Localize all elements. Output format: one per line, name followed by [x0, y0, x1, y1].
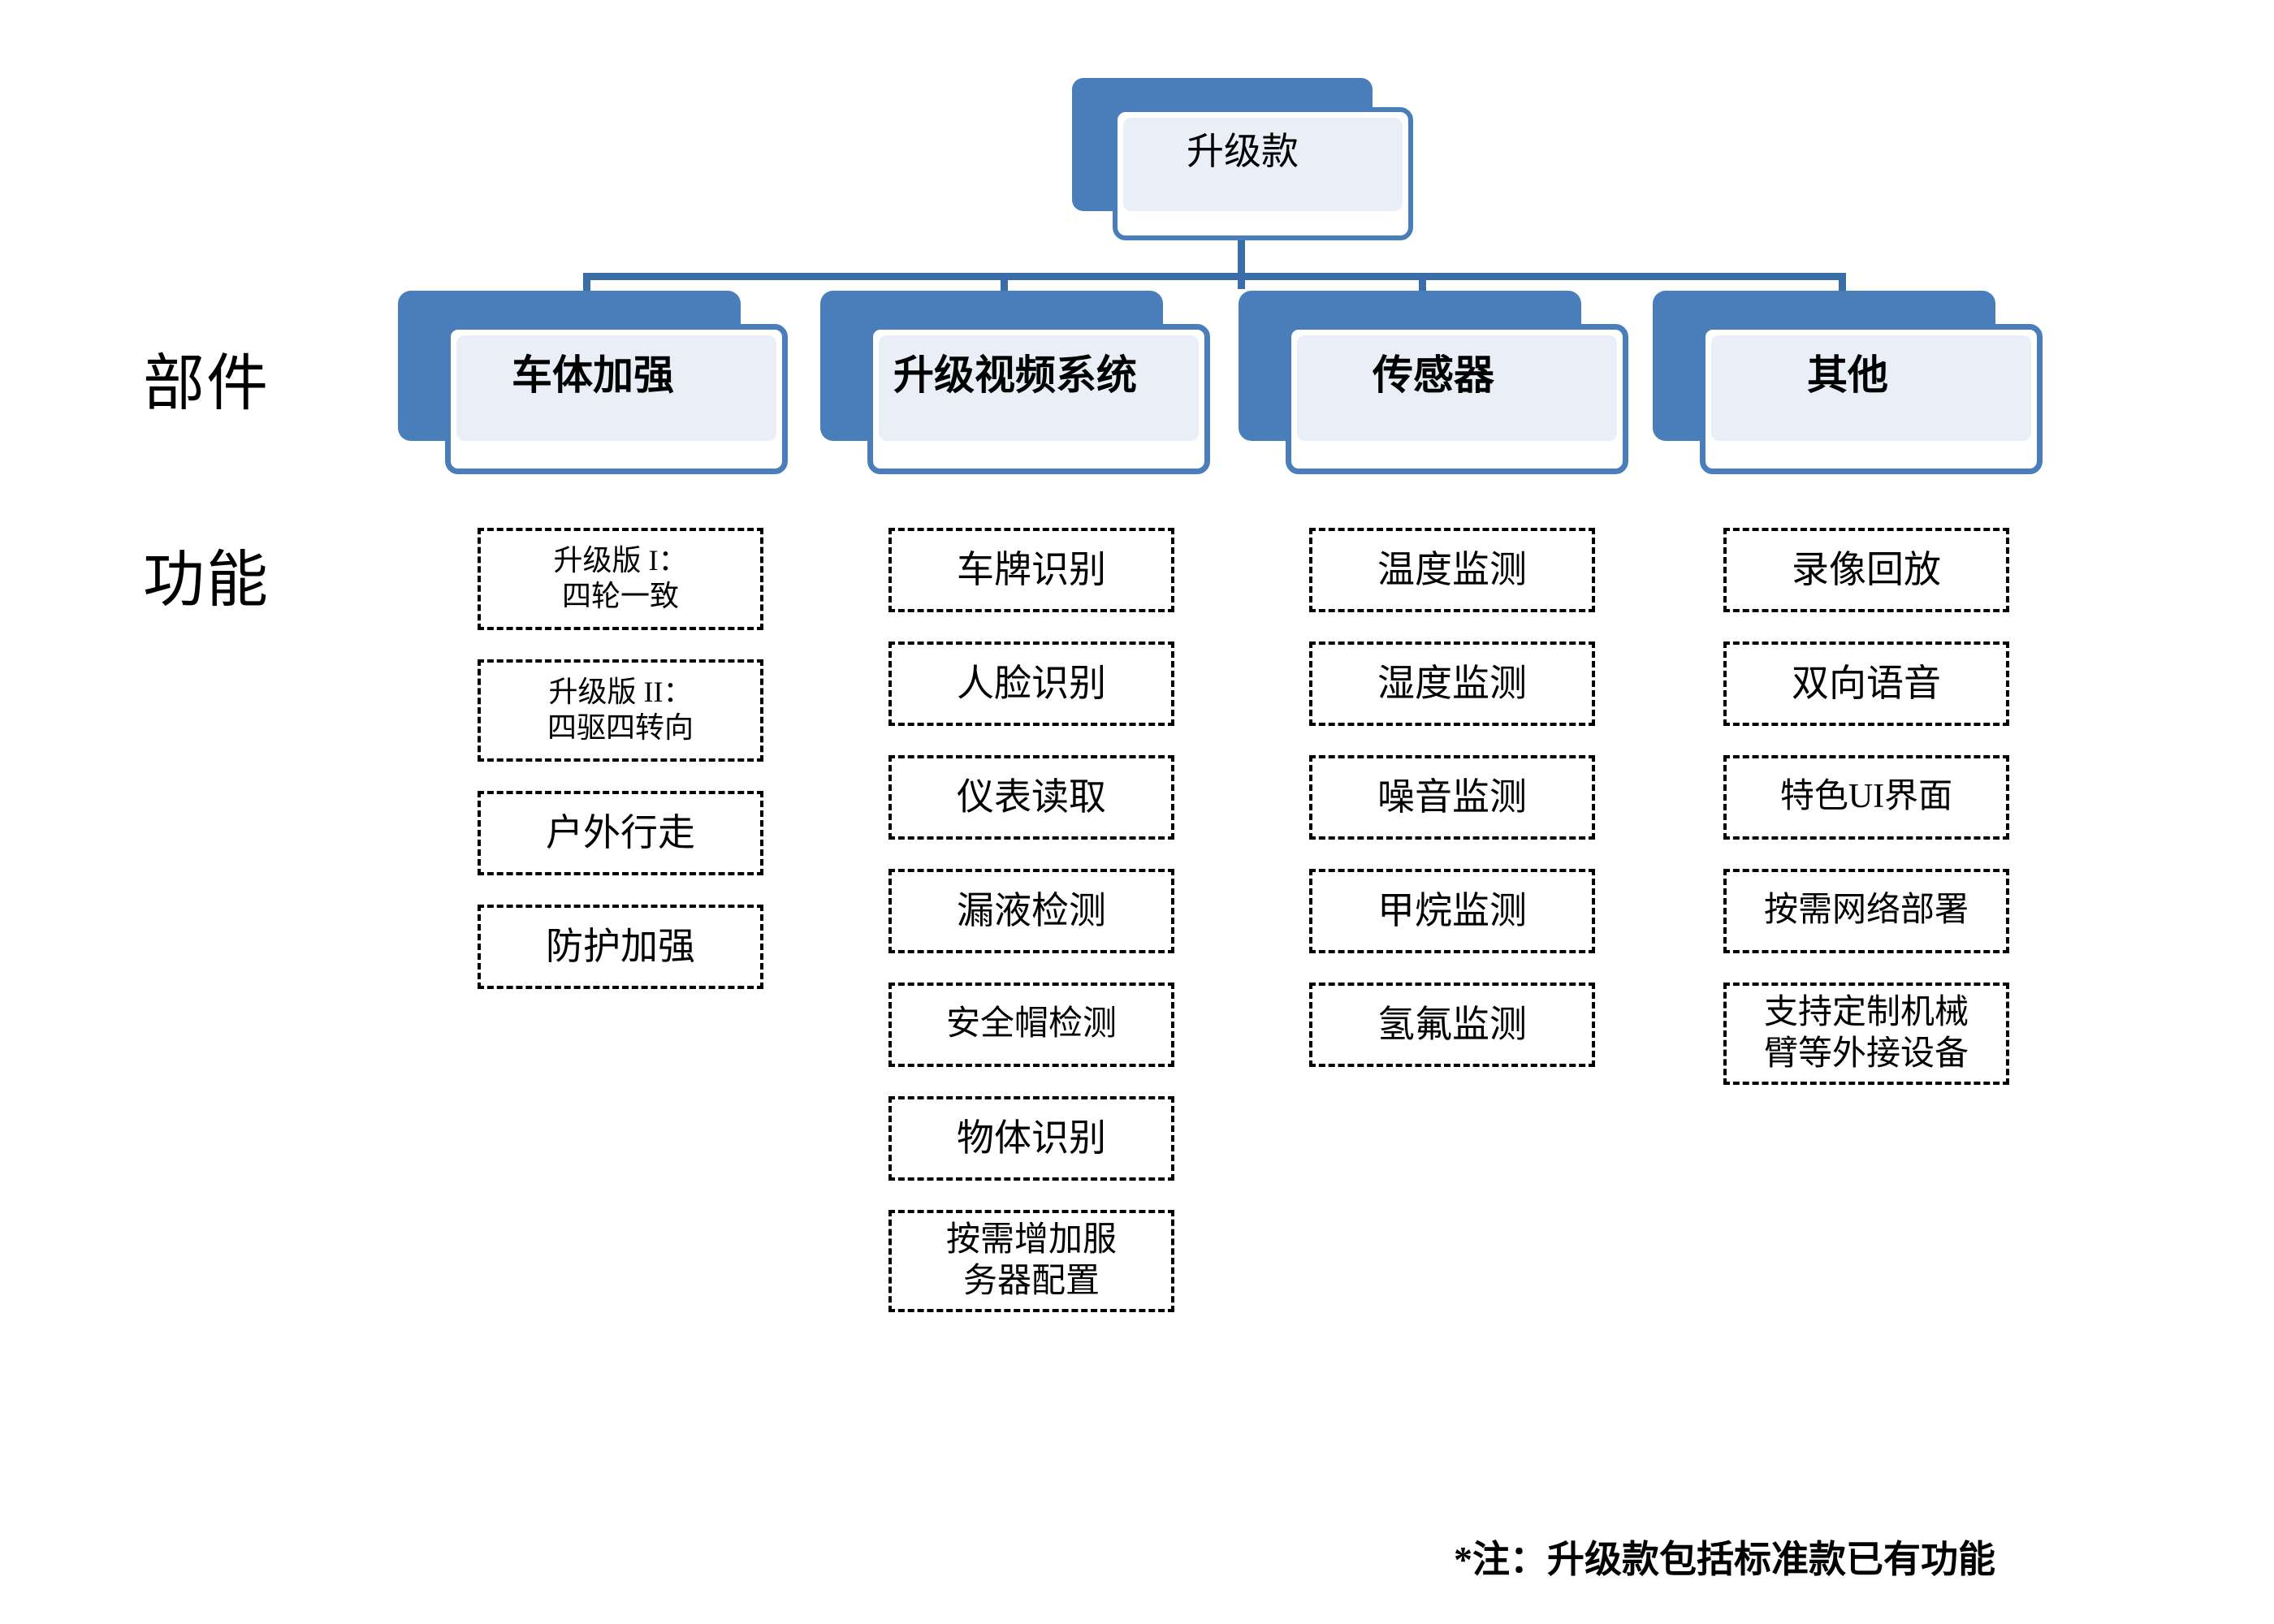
function-box-label: 双向语音	[1792, 662, 1941, 704]
card-front-plate	[1699, 323, 2043, 474]
function-box[interactable]: 防护加强	[478, 905, 763, 989]
card-inner-fill	[1710, 335, 2031, 441]
root-node-label: 升级款	[1187, 131, 1299, 172]
function-box-label: 噪音监测	[1377, 775, 1527, 818]
function-box-label: 特色UI界面	[1779, 778, 1953, 816]
function-box[interactable]: 氢氟监测	[1309, 983, 1595, 1067]
function-box-label: 户外行走	[546, 811, 695, 853]
function-box[interactable]: 甲烷监测	[1309, 869, 1595, 953]
function-box[interactable]: 安全帽检测	[888, 983, 1174, 1067]
function-box[interactable]: 双向语音	[1723, 641, 2009, 726]
function-box[interactable]: 特色UI界面	[1723, 755, 2009, 840]
function-box[interactable]: 支持定制机械 臂等外接设备	[1723, 983, 2009, 1085]
row-label-functions: 功能	[143, 546, 270, 615]
function-box-label: 按需增加服 务器配置	[945, 1220, 1117, 1300]
category-label: 车体加强	[512, 352, 674, 398]
connector-root-stem	[1238, 240, 1245, 289]
function-column-body-reinforcement: 升级版 I： 四轮一致升级版 II： 四驱四转向户外行走防护加强	[478, 528, 763, 1018]
connector-horizontal-bus	[583, 273, 1846, 280]
connector-drop-2	[1001, 273, 1008, 297]
function-box-label: 升级版 I： 四轮一致	[553, 544, 688, 612]
connector-drop-3	[1419, 273, 1426, 297]
category-card-video-system[interactable]: 升级视频系统	[820, 291, 1210, 474]
function-box-label: 人脸识别	[957, 662, 1106, 704]
card-front-plate	[867, 323, 1210, 474]
card-front-plate	[1285, 323, 1628, 474]
function-box[interactable]: 物体识别	[888, 1096, 1174, 1181]
function-box[interactable]: 仪表读取	[888, 755, 1174, 840]
card-inner-fill	[1123, 118, 1403, 211]
function-box[interactable]: 人脸识别	[888, 641, 1174, 726]
function-box-label: 氢氟监测	[1377, 1003, 1527, 1045]
function-column-other: 录像回放双向语音特色UI界面按需网络部署支持定制机械 臂等外接设备	[1723, 528, 2009, 1114]
function-box-label: 仪表读取	[957, 775, 1106, 818]
function-box[interactable]: 漏液检测	[888, 869, 1174, 953]
category-card-body-reinforcement[interactable]: 车体加强	[398, 291, 788, 474]
card-inner-fill	[1296, 335, 1617, 441]
root-node-upgraded-model[interactable]: 升级款	[1072, 78, 1413, 240]
card-inner-fill	[878, 335, 1199, 441]
function-box-label: 甲烷监测	[1377, 889, 1527, 931]
function-box[interactable]: 户外行走	[478, 791, 763, 875]
category-label: 升级视频系统	[893, 352, 1137, 398]
card-front-plate	[444, 323, 788, 474]
function-box[interactable]: 录像回放	[1723, 528, 2009, 612]
function-box-label: 录像回放	[1792, 548, 1941, 590]
function-box-label: 物体识别	[957, 1116, 1106, 1159]
function-box-label: 按需网络部署	[1763, 892, 1969, 930]
function-box-label: 支持定制机械 臂等外接设备	[1763, 993, 1969, 1073]
function-box-label: 升级版 II： 四驱四转向	[547, 676, 694, 744]
function-box-label: 车牌识别	[957, 548, 1106, 590]
function-box[interactable]: 车牌识别	[888, 528, 1174, 612]
connector-drop-1	[583, 273, 590, 297]
function-box-label: 安全帽检测	[945, 1005, 1117, 1043]
function-box-label: 防护加强	[546, 925, 695, 967]
row-label-parts: 部件	[143, 350, 270, 418]
function-box[interactable]: 升级版 II： 四驱四转向	[478, 659, 763, 762]
function-box[interactable]: 按需网络部署	[1723, 869, 2009, 953]
function-box[interactable]: 湿度监测	[1309, 641, 1595, 726]
function-column-video-system: 车牌识别人脸识别仪表读取漏液检测安全帽检测物体识别按需增加服 务器配置	[888, 528, 1174, 1341]
function-box[interactable]: 噪音监测	[1309, 755, 1595, 840]
function-box[interactable]: 按需增加服 务器配置	[888, 1210, 1174, 1312]
category-card-other[interactable]: 其他	[1653, 291, 2043, 474]
function-box-label: 漏液检测	[957, 889, 1106, 931]
function-box[interactable]: 升级版 I： 四轮一致	[478, 528, 763, 630]
function-box-label: 湿度监测	[1377, 662, 1527, 704]
card-front-plate	[1113, 107, 1413, 240]
category-label: 其他	[1807, 352, 1888, 398]
function-box-label: 温度监测	[1377, 548, 1527, 590]
card-inner-fill	[456, 335, 776, 441]
function-column-sensors: 温度监测湿度监测噪音监测甲烷监测氢氟监测	[1309, 528, 1595, 1096]
footnote-note: *注：升级款包括标准款已有功能	[1454, 1539, 1995, 1580]
connector-drop-4	[1839, 273, 1846, 297]
function-box[interactable]: 温度监测	[1309, 528, 1595, 612]
category-card-sensors[interactable]: 传感器	[1239, 291, 1628, 474]
category-label: 传感器	[1373, 352, 1494, 398]
